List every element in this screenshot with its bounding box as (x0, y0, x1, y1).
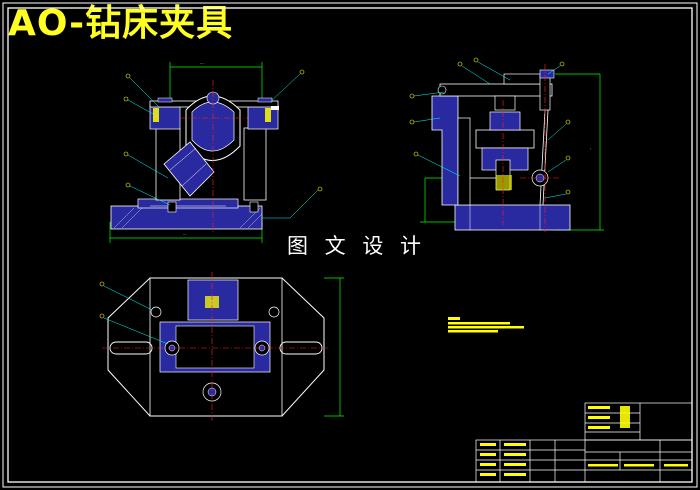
front-view-centerlines (180, 80, 248, 232)
svg-text:···: ··· (183, 233, 186, 237)
top-view (99, 272, 344, 422)
side-view-callout-balloons (409, 57, 571, 195)
front-view-callout-balloons (123, 69, 323, 192)
top-view-dimensions (324, 277, 344, 417)
front-view-leaders (127, 73, 319, 219)
top-view-leaders (103, 285, 169, 345)
top-view-centerlines (102, 272, 330, 422)
svg-text:··: ·· (589, 148, 593, 150)
drawing-title: AO-钻床夹具 (8, 3, 234, 44)
side-view-centerlines (502, 64, 560, 232)
technical-notes (448, 317, 524, 333)
watermark-text: 图 文 设 计 (287, 234, 427, 258)
side-view-leaders (413, 61, 567, 199)
title-block-fill (480, 406, 688, 476)
front-view-dimensions (109, 62, 263, 243)
title-block (475, 402, 693, 483)
front-view: ···· ··· (109, 62, 323, 243)
side-view: ·· (409, 57, 604, 232)
svg-text:····: ···· (200, 62, 204, 66)
